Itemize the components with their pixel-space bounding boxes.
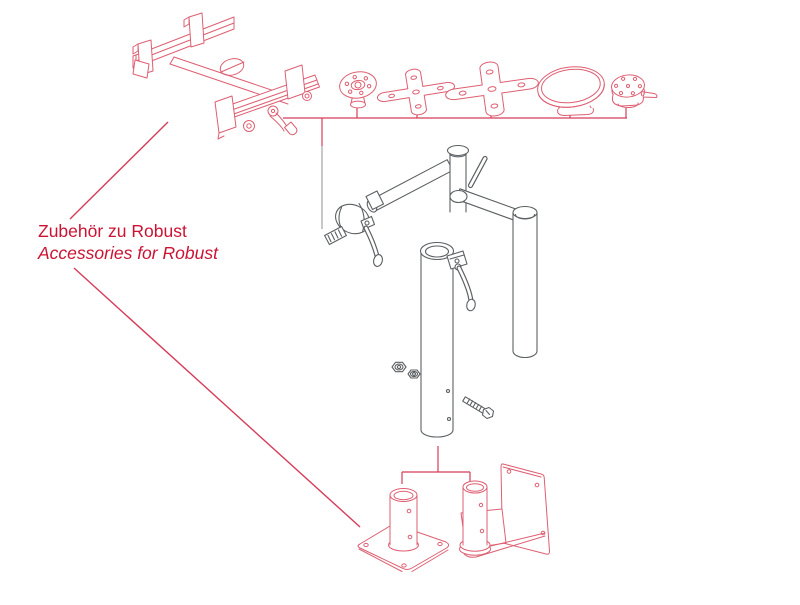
leader-line-to-bracket bbox=[69, 121, 169, 220]
cross-adapter-large-icon bbox=[442, 56, 542, 123]
round-tray-icon bbox=[537, 66, 605, 116]
caption-german: Zubehör zu Robust bbox=[38, 221, 187, 241]
articulated-arm-icon bbox=[324, 144, 538, 359]
wall-track-carriage-icon bbox=[132, 12, 320, 140]
hex-nuts-icon bbox=[391, 361, 421, 379]
leader-line-to-base bbox=[73, 267, 361, 528]
accessories-tree-connector bbox=[283, 108, 627, 229]
bolt-icon bbox=[462, 396, 495, 420]
rotator-plate-icon bbox=[611, 74, 658, 108]
cross-adapter-small-icon bbox=[374, 63, 458, 121]
caption-english: Accessories for Robust bbox=[38, 243, 218, 263]
wall-mount-base-icon bbox=[459, 463, 551, 558]
support-column-icon bbox=[419, 241, 476, 438]
floor-base-plate-icon bbox=[357, 488, 450, 572]
base-tree-connector bbox=[401, 446, 471, 484]
mounting-flange-icon bbox=[339, 71, 377, 109]
caption: Zubehör zu Robust Accessories for Robust bbox=[38, 220, 218, 264]
